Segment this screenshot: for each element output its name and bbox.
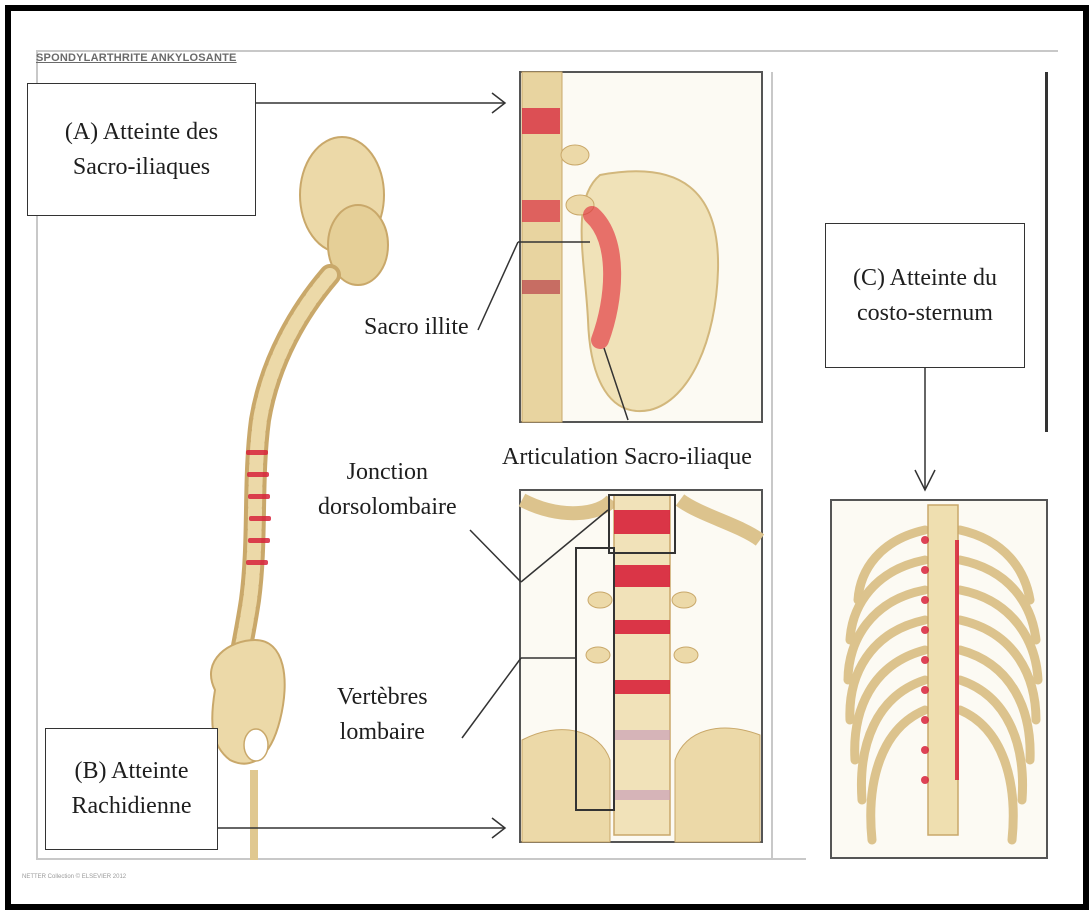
label-jonction-line1: Jonction <box>318 455 457 490</box>
label-box-spinal: (B) Atteinte Rachidienne <box>45 728 218 850</box>
label-spinal-text: (B) Atteinte Rachidienne <box>57 754 207 824</box>
label-sacroillite: Sacro illite <box>364 310 469 345</box>
label-box-sacroiliac: (A) Atteinte des Sacro-iliaques <box>27 83 256 216</box>
label-costosternal-text: (C) Atteinte du costo-sternum <box>840 261 1010 331</box>
label-vertebres-line2: lombaire <box>337 715 428 750</box>
label-sacroiliac-text: (A) Atteinte des Sacro-iliaques <box>47 115 237 185</box>
label-jonction-line2: dorsolombaire <box>318 490 457 525</box>
label-articulation-sacroiliaque: Articulation Sacro-iliaque <box>502 440 752 475</box>
panel-lumbar-illustration <box>520 490 762 842</box>
label-box-costosternal: (C) Atteinte du costo-sternum <box>825 223 1025 368</box>
label-jonction-dorsolombaire: Jonction dorsolombaire <box>318 455 457 525</box>
label-vertebres-lombaire: Vertèbres lombaire <box>337 680 428 750</box>
label-vertebres-line1: Vertèbres <box>337 680 428 715</box>
panel-ribcage-illustration <box>831 500 1047 858</box>
panel-sacroiliac-illustration <box>520 72 762 422</box>
